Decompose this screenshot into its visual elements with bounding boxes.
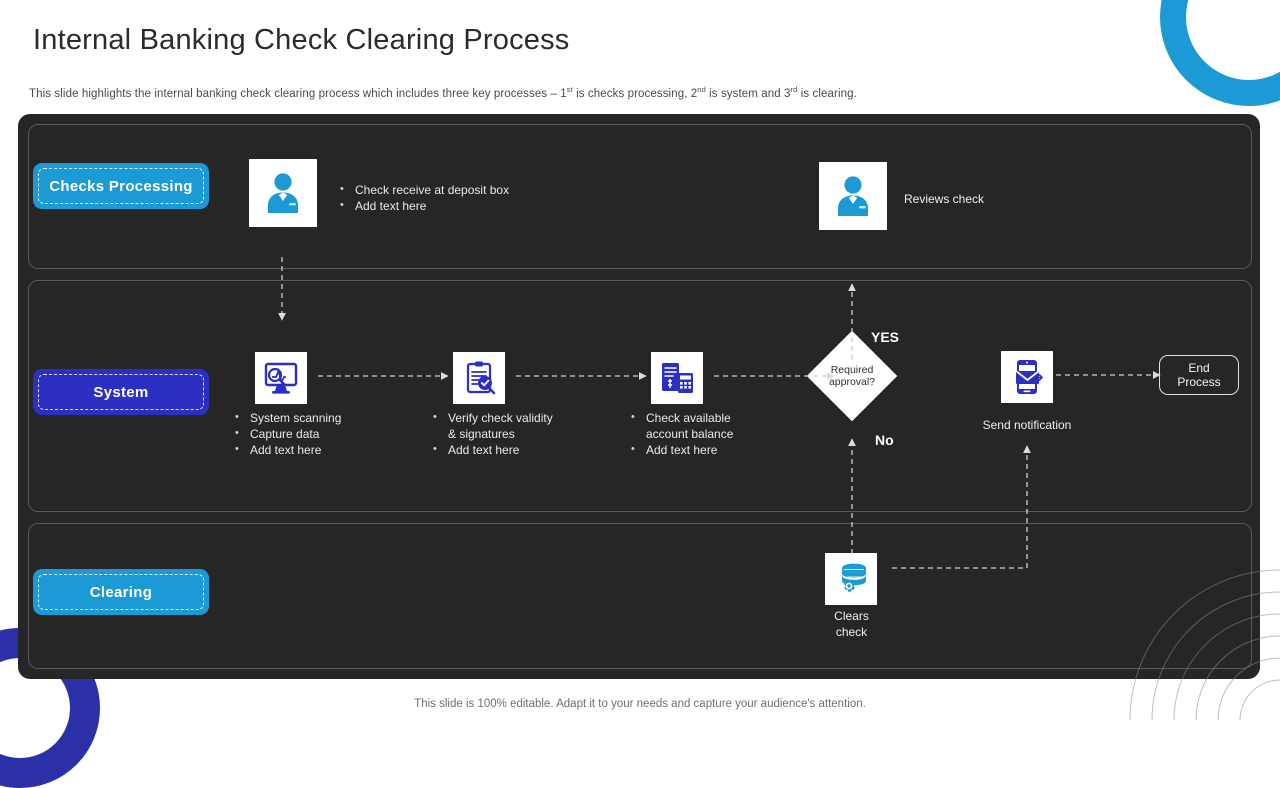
- decision-label-line2: approval?: [828, 376, 876, 388]
- decision-required-approval[interactable]: Required approval?: [806, 330, 898, 422]
- stage-label-checks-processing: Checks Processing: [49, 177, 193, 195]
- branch-label-yes: YES: [871, 329, 900, 345]
- bullet-item: Add text here: [629, 441, 733, 458]
- subtitle-part-2: is checks processing, 2: [572, 87, 698, 100]
- bullet-item: System scanning: [233, 409, 341, 426]
- decision-label: Required approval?: [807, 331, 897, 421]
- page-title: Internal Banking Check Clearing Process: [33, 24, 570, 56]
- stage-badge-system[interactable]: System: [33, 369, 209, 415]
- subtitle-ordinal-3: rd: [790, 85, 798, 94]
- tile-system-scanning[interactable]: [255, 352, 307, 404]
- top-right-ring-decoration: [1160, 0, 1280, 106]
- tile-review-person[interactable]: [819, 162, 887, 230]
- bullets-account-balance: Check available account balance Add text…: [629, 409, 734, 458]
- tile-account-balance[interactable]: [651, 352, 703, 404]
- bullet-item-continuation: & signatures: [448, 427, 515, 441]
- branch-label-no: No: [875, 432, 894, 448]
- subtitle-part-3: is system and 3: [705, 87, 791, 100]
- bullets-deposit: Check receive at deposit box Add text he…: [338, 181, 509, 214]
- tile-clears-check[interactable]: [825, 553, 877, 605]
- stage-badge-clearing[interactable]: Clearing: [33, 569, 209, 615]
- subtitle-ordinal-1: st: [566, 85, 573, 94]
- tile-deposit-person[interactable]: [249, 159, 317, 227]
- panel-checks-processing: [28, 124, 1252, 269]
- bullet-item: Add text here: [233, 441, 341, 458]
- end-process-node[interactable]: End Process: [1159, 355, 1239, 395]
- end-process-label: End Process: [1177, 361, 1220, 389]
- stage-badge-checks-processing[interactable]: Checks Processing: [33, 163, 209, 209]
- diagram-board: Checks Processing Check receive at depos…: [18, 114, 1260, 679]
- bullet-item: Verify check validity: [431, 409, 553, 426]
- panel-clearing: [28, 523, 1252, 669]
- phone-mail-icon: [1015, 360, 1044, 394]
- monitor-scan-icon: [264, 362, 298, 394]
- subtitle-part-4: is clearing.: [797, 87, 857, 100]
- businessman-icon: [838, 176, 868, 216]
- stage-label-clearing: Clearing: [89, 583, 153, 601]
- subtitle-ordinal-2: nd: [697, 85, 706, 94]
- businessman-icon: [268, 173, 298, 213]
- database-gear-icon: [842, 563, 866, 592]
- bullets-verify-check: Verify check validity & signatures Add t…: [431, 409, 553, 458]
- end-process-line1: End: [1188, 361, 1210, 375]
- panel-system: [28, 280, 1252, 512]
- subtitle-part-1: This slide highlights the internal banki…: [29, 87, 567, 100]
- bullets-system-scanning: System scanning Capture data Add text he…: [233, 409, 341, 458]
- bullet-item: Add text here: [338, 197, 509, 214]
- bullet-item: Check receive at deposit box: [338, 181, 509, 198]
- slide-footer-note: This slide is 100% editable. Adapt it to…: [414, 698, 866, 710]
- clipboard-check-icon: [466, 361, 496, 395]
- stage-label-system: System: [93, 383, 149, 401]
- end-process-line2: Process: [1177, 375, 1221, 389]
- tile-verify-check[interactable]: [453, 352, 505, 404]
- bullet-item: Capture data: [233, 425, 341, 442]
- caption-send-notification: Send notification: [982, 418, 1072, 432]
- caption-reviews-check: Reviews check: [904, 192, 985, 206]
- bullet-item: Check available: [629, 409, 733, 426]
- tile-send-notification[interactable]: [1001, 351, 1053, 403]
- decision-label-line1: Required: [830, 364, 874, 376]
- bullet-item: Add text here: [431, 441, 553, 458]
- ledger-calculator-icon: [662, 363, 693, 393]
- page-subtitle: This slide highlights the internal banki…: [29, 85, 1129, 100]
- caption-clears-check: Clears check: [834, 609, 869, 639]
- bullet-item-continuation: account balance: [646, 427, 734, 441]
